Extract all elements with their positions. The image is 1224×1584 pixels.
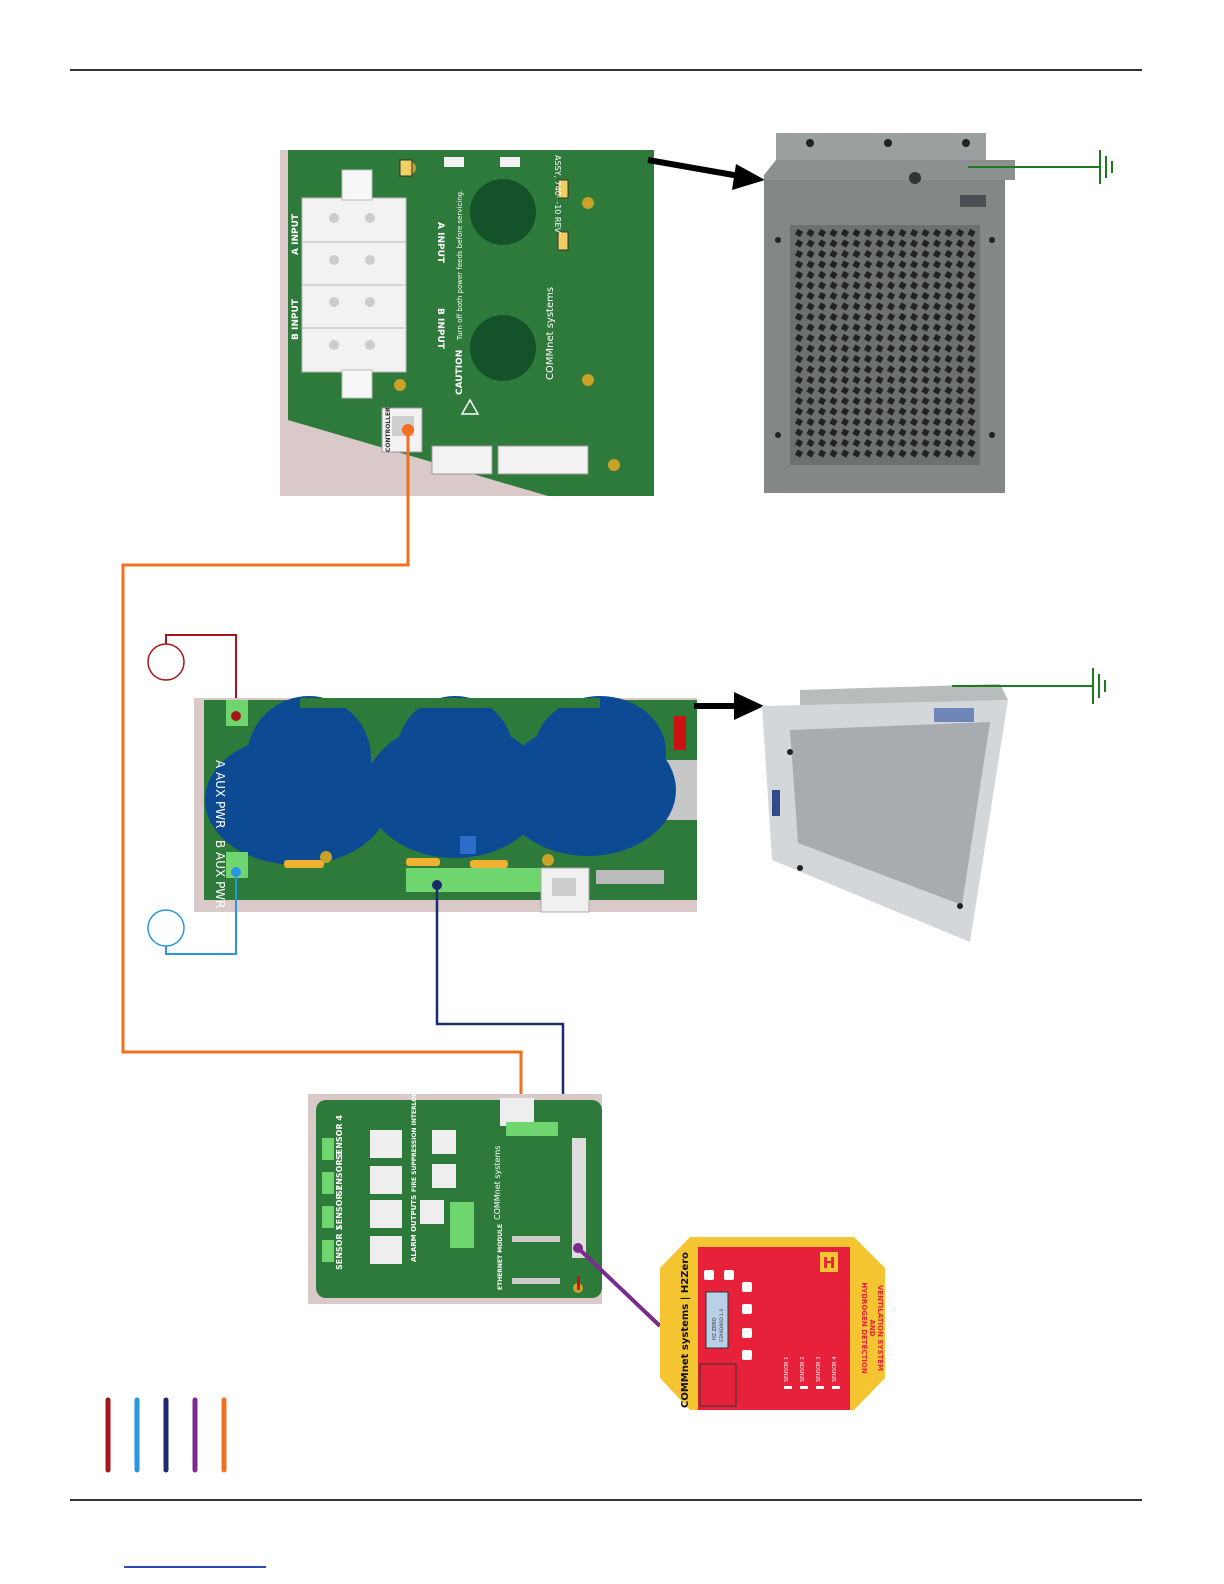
sensor-1-label: SENSOR 1 [335,1225,344,1270]
controller-board-brand: COMMnet systems [493,1146,502,1220]
top-enclosure [764,133,1015,493]
display-screen-line1: H2 ZERO [712,1317,718,1340]
red-wire-terminal-circle [148,644,184,680]
caution-label: CAUTION [455,350,465,395]
display-screen-line2: STANDARD 1.0 [719,1309,725,1342]
panel-sensor-2-label: SENSOR 2 [800,1357,806,1382]
a-input-label-right: A INPUT [435,222,445,264]
sensor-2-label: SENSOR 2 [335,1185,344,1230]
arrow-to-top-enclosure [648,160,765,190]
panel-title-line2: AND [868,1319,876,1336]
panel-sensor-4-label: SENSOR 4 [832,1357,838,1382]
panel-brand: COMMnet systems | H2Zero [680,1252,691,1408]
main-power-board: A AUX PWR B AUX PWR [194,696,697,912]
panel-title-line1: HYDROGEN DETECTION [860,1282,868,1374]
a-aux-pwr-label: A AUX PWR [213,760,227,829]
power-input-board: ASSY, 740- -10 REV A INPUT B INPUT A INP… [280,150,654,496]
wire-color-legend [108,1400,224,1470]
ethernet-module-label: ETHERNET MODULE [497,1224,504,1290]
h2zero-logo-letter: H [823,1254,836,1272]
blue-wire-endpoint [231,867,241,877]
fire-suppression-label: FIRE SUPPRESSION INTERLOCK [411,1087,418,1192]
caution-text: Turn off both power feeds before servici… [456,190,464,341]
orange-wire-endpoint-top [402,424,414,436]
red-wire-endpoint [231,711,241,721]
panel-title-line3: VENTILATION SYSTEM [876,1285,884,1371]
h2zero-display-panel: H H2 ZERO STANDARD 1.0 SENSOR 1 SENSOR 2… [660,1237,885,1410]
alarm-outputs-label: ALARM OUTPUTS [410,1195,418,1262]
controller-port-label: CONTROLLER [385,407,392,452]
panel-sensor-3-label: SENSOR 3 [816,1357,822,1382]
bottom-enclosure [762,684,1008,942]
controller-board: SENSOR 4 SENSOR 3 SENSOR 2 SENSOR 1 FIRE… [308,1087,602,1304]
b-input-label-left: B INPUT [291,298,301,340]
blue-wire-terminal-circle [148,910,184,946]
arrow-to-bottom-enclosure [694,692,764,720]
b-aux-pwr-label: B AUX PWR [213,840,227,909]
power-board-assy-label: ASSY, 740- -10 REV [553,155,562,234]
b-input-label-right: B INPUT [435,308,445,350]
navy-wire-endpoint-top [432,880,442,890]
power-board-brand: COMMnet systems [545,287,556,380]
panel-sensor-1-label: SENSOR 1 [784,1357,790,1382]
a-input-label-left: A INPUT [291,213,301,255]
